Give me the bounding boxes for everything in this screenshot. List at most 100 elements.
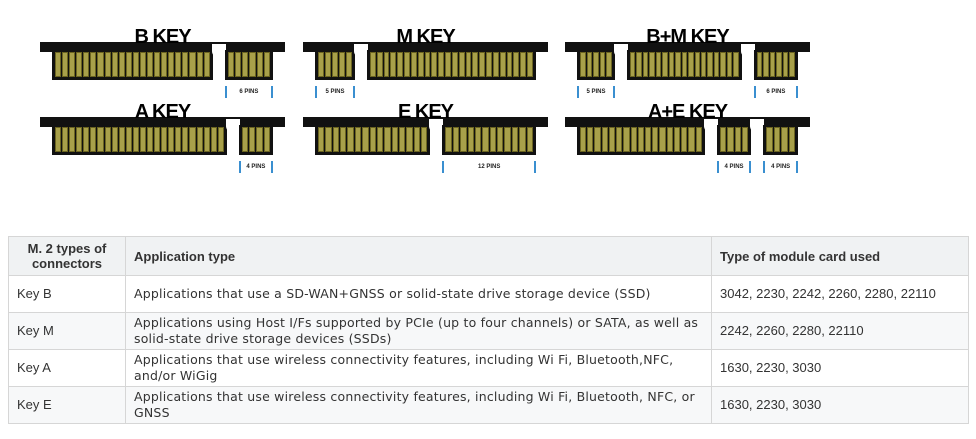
pin [458, 52, 465, 77]
key-notch [750, 119, 765, 155]
pin [234, 52, 242, 77]
pin [417, 52, 424, 77]
pin [182, 127, 189, 152]
pin [504, 127, 511, 152]
pin [623, 127, 630, 152]
pin [773, 127, 781, 152]
header-connector-type: M. 2 types of connectors [8, 236, 126, 276]
pin [203, 52, 210, 77]
key-notch [353, 44, 368, 80]
connector-edge [565, 117, 810, 127]
pin [601, 127, 608, 152]
pin-segment: 4 PINS [763, 125, 798, 173]
pin [492, 52, 499, 77]
pin [637, 127, 644, 152]
pin [217, 127, 224, 152]
pin [460, 127, 467, 152]
pin [83, 127, 90, 152]
pin [55, 52, 62, 77]
pin-count-label: 6 PINS [224, 86, 273, 98]
pin [406, 127, 413, 152]
pin [713, 52, 720, 77]
pin [474, 127, 482, 152]
pin [526, 127, 533, 152]
pin [666, 127, 673, 152]
pin [325, 127, 332, 152]
pin [763, 52, 769, 77]
pin [489, 127, 497, 152]
pin-segment [52, 125, 227, 155]
pin [132, 127, 139, 152]
pin [497, 127, 504, 152]
key-notch [429, 119, 444, 155]
pin [62, 52, 69, 77]
pin [118, 127, 125, 152]
pin [168, 127, 175, 152]
pin [210, 127, 217, 152]
pin [383, 52, 390, 77]
pin-segment: 6 PINS [224, 50, 273, 98]
pin [410, 52, 417, 77]
pin-segment [626, 50, 742, 80]
pin [376, 127, 384, 152]
pin [69, 127, 76, 152]
pin-segment [366, 50, 536, 80]
pin [424, 52, 431, 77]
pin [519, 127, 526, 152]
pin-count-label: 5 PINS [315, 86, 355, 98]
pin [263, 127, 270, 152]
pin [688, 52, 694, 77]
pin [325, 52, 331, 77]
pin [256, 127, 263, 152]
pin [431, 52, 438, 77]
pin [147, 52, 154, 77]
cell-application: Applications that use a SD-WAN+GNSS or s… [125, 275, 712, 313]
pin [642, 52, 649, 77]
pin [175, 127, 182, 152]
pin [390, 52, 397, 77]
pin [318, 52, 324, 77]
pin [189, 52, 196, 77]
pin [132, 52, 139, 77]
key-notch [225, 119, 240, 155]
pin [376, 52, 383, 77]
pin [62, 127, 69, 152]
pin-segment [52, 50, 213, 80]
connector-edge [303, 42, 548, 52]
key-notch [740, 44, 755, 80]
pin-count-label: 5 PINS [577, 86, 615, 98]
pin [776, 52, 782, 77]
pin [479, 52, 486, 77]
pin [189, 127, 196, 152]
pin [726, 52, 733, 77]
connector-edge [40, 42, 285, 52]
connector-title: A+E KEY [647, 101, 728, 123]
cell-module: 2242, 2260, 2280, 22110 [711, 312, 969, 350]
pin [118, 52, 125, 77]
pin [404, 52, 410, 77]
pin [139, 52, 147, 77]
pin [362, 127, 369, 152]
pin [256, 52, 263, 77]
pin [486, 52, 492, 77]
pin [346, 52, 352, 77]
pin [587, 127, 594, 152]
cell-key: Key A [8, 349, 126, 387]
pin [668, 52, 675, 77]
pin [741, 127, 749, 152]
pin [104, 52, 111, 77]
connector-body: 12 PINS [315, 119, 536, 173]
connector-title: A KEY [134, 101, 191, 123]
pin [734, 127, 741, 152]
pin [175, 52, 182, 77]
cell-module: 3042, 2230, 2242, 2260, 2280, 22110 [711, 275, 969, 313]
pin [347, 127, 354, 152]
key-notch [613, 44, 628, 80]
pin [168, 52, 175, 77]
